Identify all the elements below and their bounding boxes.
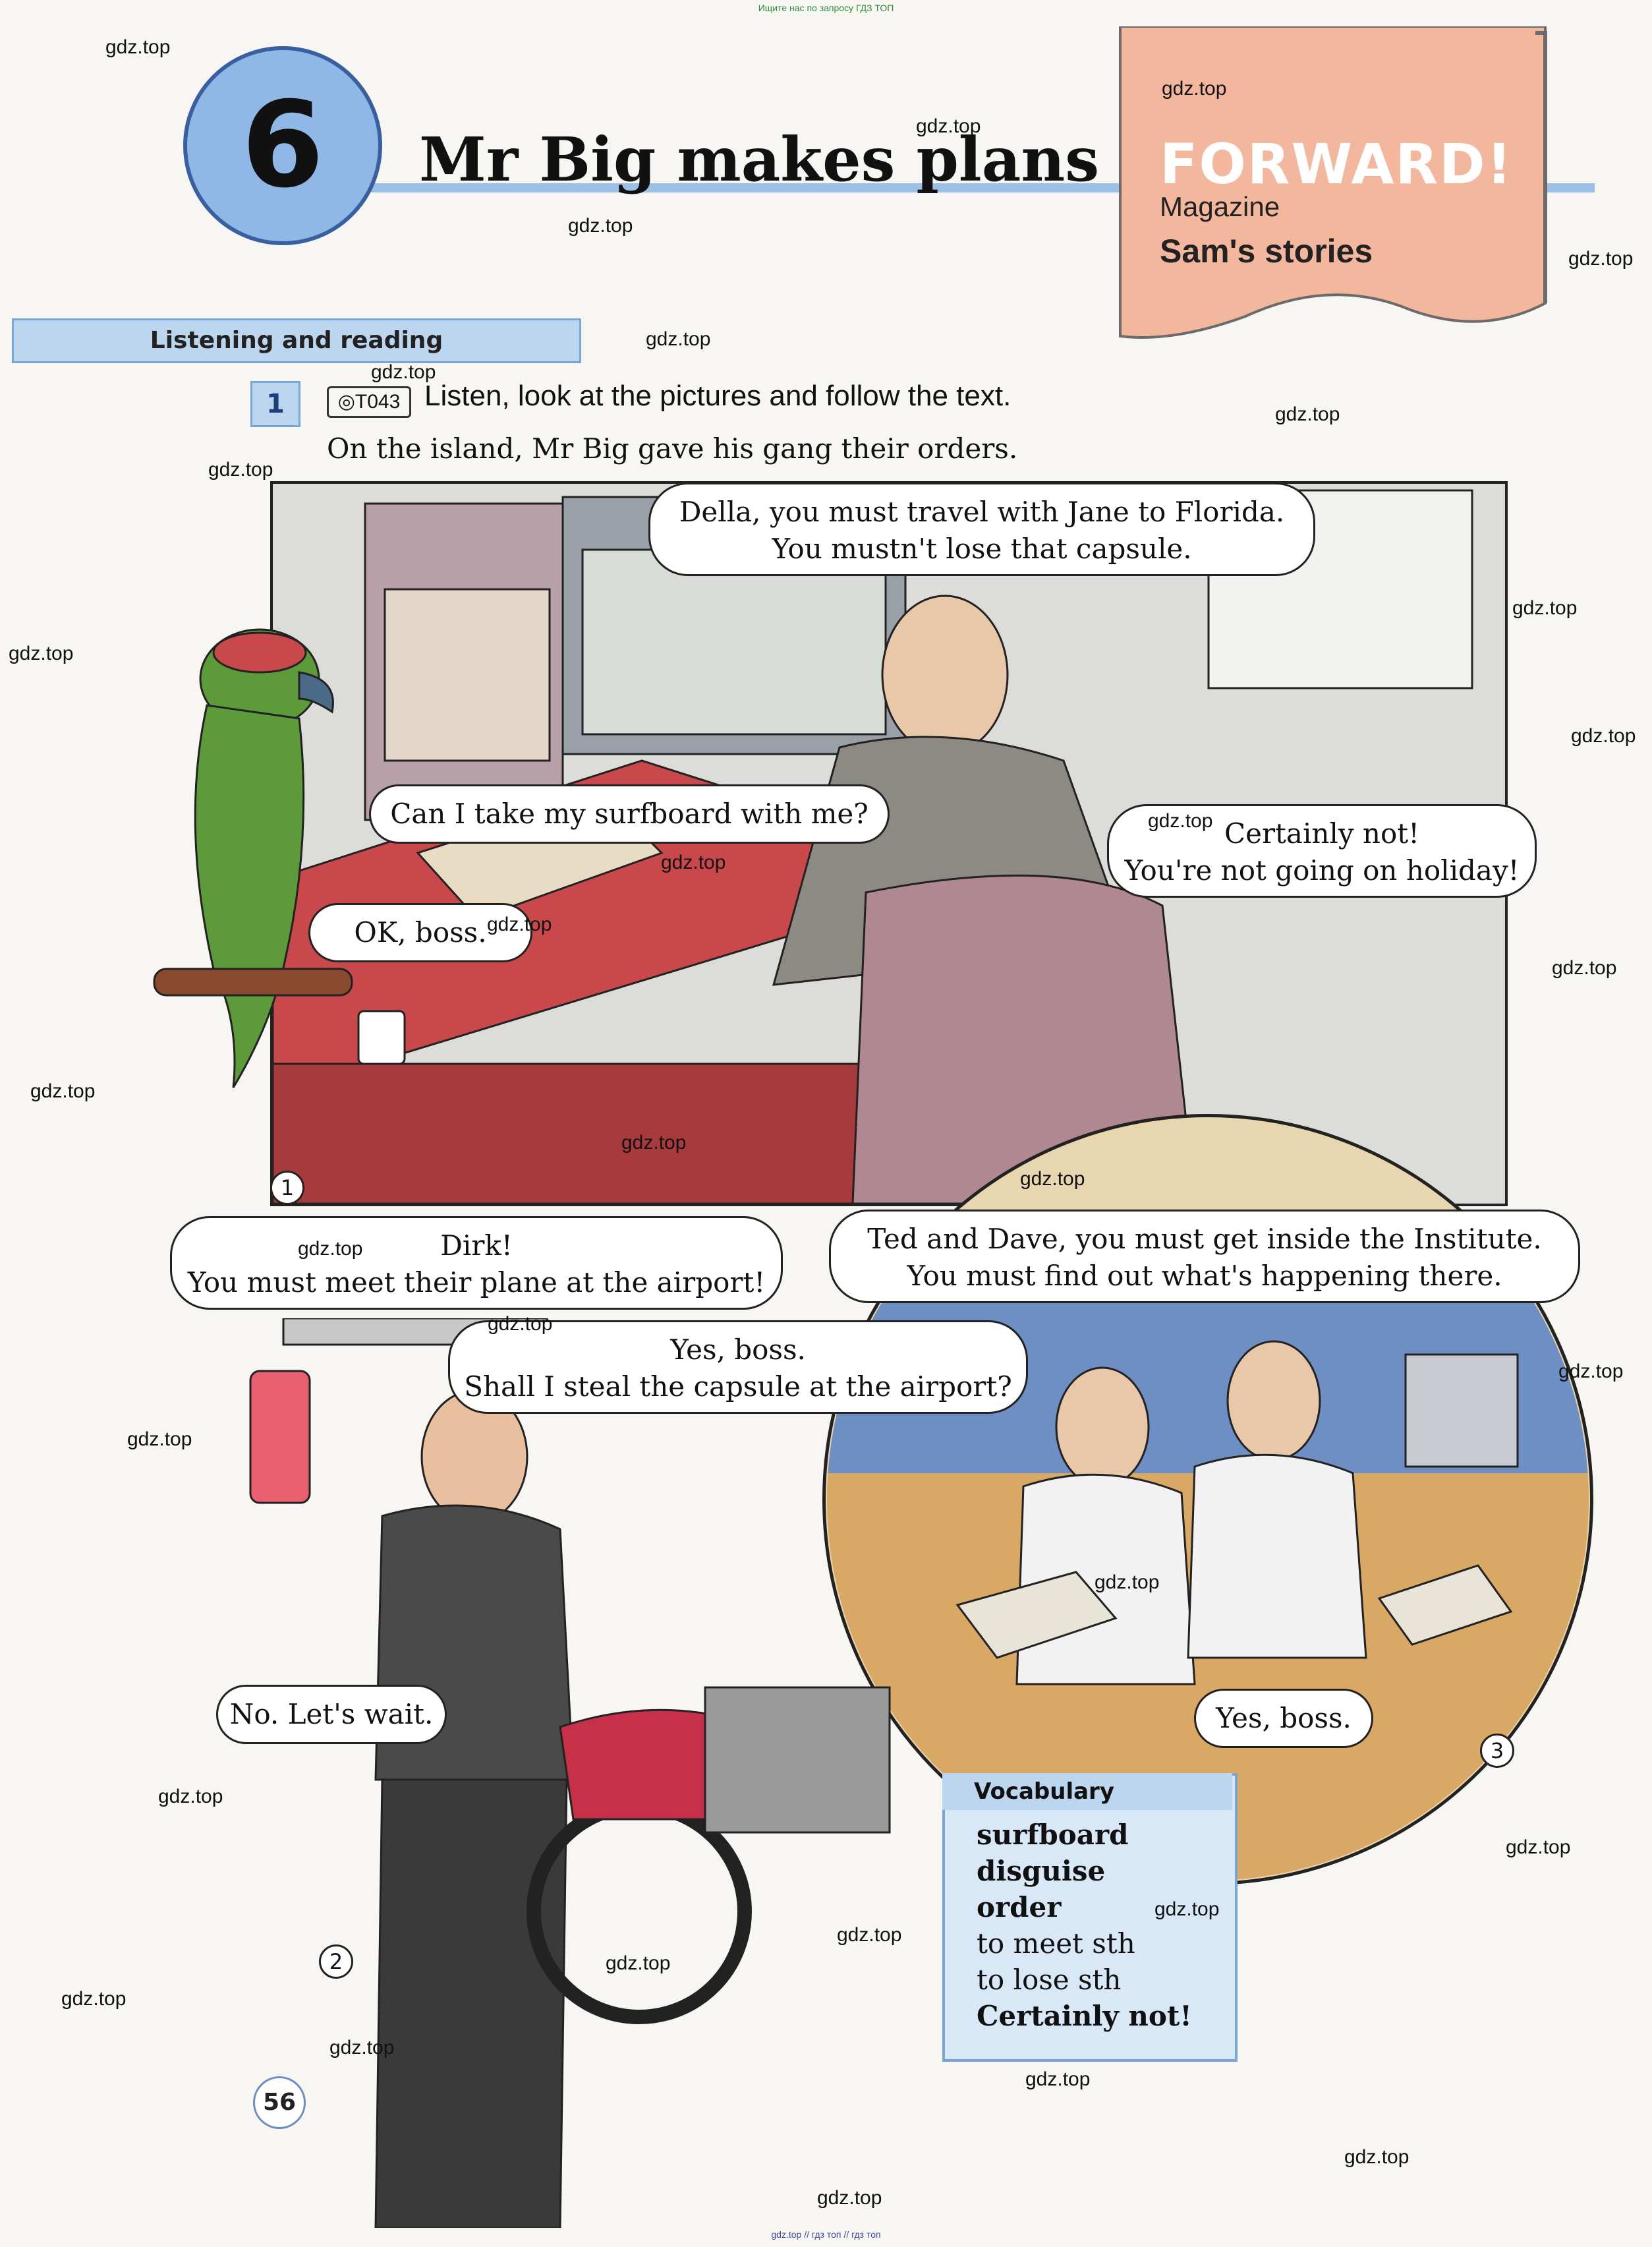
watermark-text: gdz.top: [661, 852, 726, 873]
watermark-text: gdz.top: [61, 1988, 127, 2010]
vocabulary-item: surfboard: [977, 1819, 1129, 1851]
bubble-line: You must meet their plane at the airport…: [187, 1266, 766, 1299]
speech-bubble-dirk: Dirk! You must meet their plane at the a…: [170, 1216, 783, 1310]
unit-number: 6: [241, 76, 324, 214]
vocabulary-item: order: [977, 1891, 1062, 1923]
top-note: Ищите нас по запросу ГДЗ ТОП: [758, 3, 894, 13]
watermark-text: gdz.top: [298, 1238, 363, 1260]
vocabulary-list: surfboard disguise order to meet sth to …: [977, 1817, 1192, 2034]
magazine-banner: [1119, 26, 1547, 339]
watermark-text: gdz.top: [1020, 1168, 1085, 1190]
vocabulary-box: [942, 1773, 1238, 2062]
bubble-line: Certainly not!: [1224, 817, 1420, 850]
magazine-subtitle: Magazine: [1160, 191, 1280, 222]
bubble-line: Della, you must travel with Jane to Flor…: [679, 496, 1285, 528]
watermark-text: gdz.top: [127, 1428, 192, 1450]
page-title: Mr Big makes plans: [419, 124, 1100, 195]
vocabulary-item: Certainly not!: [977, 2000, 1192, 2032]
speech-bubble-ok-boss: OK, boss.: [308, 903, 532, 962]
panel-number-3: 3: [1480, 1734, 1514, 1768]
bubble-line: OK, boss.: [354, 916, 487, 948]
watermark-text: gdz.top: [1552, 957, 1617, 979]
watermark-text: gdz.top: [568, 215, 633, 237]
audio-track-box[interactable]: [327, 386, 411, 418]
panel-number-1: 1: [270, 1171, 304, 1205]
bubble-line: Can I take my surfboard with me?: [390, 798, 869, 830]
exercise-number-box: [250, 381, 300, 427]
panel-2-illustration: [249, 1318, 891, 2228]
speech-bubble-steal: Yes, boss. Shall I steal the capsule at …: [448, 1320, 1028, 1414]
watermark-text: gdz.top: [9, 643, 74, 664]
speech-bubble-certainly-not: Certainly not! You're not going on holid…: [1107, 804, 1537, 898]
watermark-text: gdz.top: [329, 2037, 395, 2058]
watermark-text: gdz.top: [105, 36, 171, 58]
bubble-line: You mustn't lose that capsule.: [772, 533, 1192, 565]
vocabulary-header: [942, 1773, 1232, 1810]
bubble-line: You're not going on holiday!: [1124, 854, 1520, 887]
speech-bubble-surfboard: Can I take my surfboard with me?: [369, 784, 890, 844]
watermark-text: gdz.top: [621, 1132, 687, 1153]
watermark-text: gdz.top: [1154, 1898, 1220, 1920]
vocabulary-title: Vocabulary: [974, 1778, 1114, 1805]
speech-bubble-yes-boss: Yes, boss.: [1194, 1689, 1373, 1748]
watermark-text: gdz.top: [1506, 1836, 1571, 1858]
watermark-text: gdz.top: [817, 2187, 882, 2209]
watermark-text: gdz.top: [646, 328, 711, 350]
exercise-number: 1: [266, 389, 285, 419]
watermark-text: gdz.top: [1095, 1571, 1160, 1593]
speech-bubble-wait: No. Let's wait.: [216, 1685, 447, 1744]
watermark-text: gdz.top: [1344, 2146, 1410, 2168]
watermark-text: gdz.top: [1558, 1360, 1624, 1382]
watermark-text: gdz.top: [1571, 725, 1636, 747]
watermark-text: gdz.top: [208, 459, 273, 481]
bubble-line: Shall I steal the capsule at the airport…: [464, 1370, 1012, 1403]
bubble-line: Yes, boss.: [1216, 1702, 1352, 1734]
section-bar: [12, 318, 581, 363]
audio-track-label: ◎T043: [337, 391, 401, 413]
panel-number-2: 2: [319, 1944, 353, 1979]
bubble-line: Yes, boss.: [670, 1333, 806, 1366]
vocabulary-item: to lose sth: [977, 1964, 1122, 1996]
parrot-illustration: [153, 628, 353, 1088]
vocabulary-item: to meet sth: [977, 1927, 1135, 1960]
watermark-text: gdz.top: [837, 1924, 902, 1946]
watermark-text: gdz.top: [487, 914, 552, 935]
magazine-title: FORWARD!: [1160, 132, 1514, 196]
bubble-line: You must find out what's happening there…: [907, 1260, 1502, 1292]
watermark-text: gdz.top: [1568, 248, 1634, 270]
watermark-text: gdz.top: [606, 1952, 671, 1974]
bubble-line: Ted and Dave, you must get inside the In…: [867, 1223, 1542, 1255]
story-intro: On the island, Mr Big gave his gang thei…: [327, 432, 1018, 465]
watermark-text: gdz.top: [1512, 597, 1578, 619]
watermark-text: gdz.top: [1275, 403, 1340, 425]
page-number-badge: [253, 2076, 306, 2129]
watermark-text: gdz.top: [371, 361, 436, 383]
bottom-note: gdz.top // гдз топ // гдз топ: [771, 2229, 881, 2240]
speech-bubble-della: Della, you must travel with Jane to Flor…: [648, 482, 1315, 576]
watermark-text: gdz.top: [30, 1080, 96, 1102]
vocabulary-item: disguise: [977, 1855, 1106, 1887]
watermark-text: gdz.top: [488, 1313, 553, 1335]
exercise-instruction: Listen, look at the pictures and follow …: [424, 380, 1011, 412]
watermark-text: gdz.top: [1148, 810, 1213, 832]
bubble-line: No. Let's wait.: [229, 1698, 434, 1730]
watermark-text: gdz.top: [1025, 2068, 1091, 2090]
watermark-text: gdz.top: [158, 1786, 223, 1807]
watermark-text: gdz.top: [1162, 78, 1227, 100]
section-label: Listening and reading: [150, 327, 443, 354]
magazine-story: Sam's stories: [1160, 233, 1373, 270]
watermark-text: gdz.top: [916, 115, 981, 137]
page-number: 56: [262, 2089, 297, 2116]
unit-badge: [183, 46, 382, 245]
speech-bubble-ted-dave: Ted and Dave, you must get inside the In…: [829, 1210, 1580, 1303]
bubble-line: Dirk!: [440, 1229, 513, 1262]
